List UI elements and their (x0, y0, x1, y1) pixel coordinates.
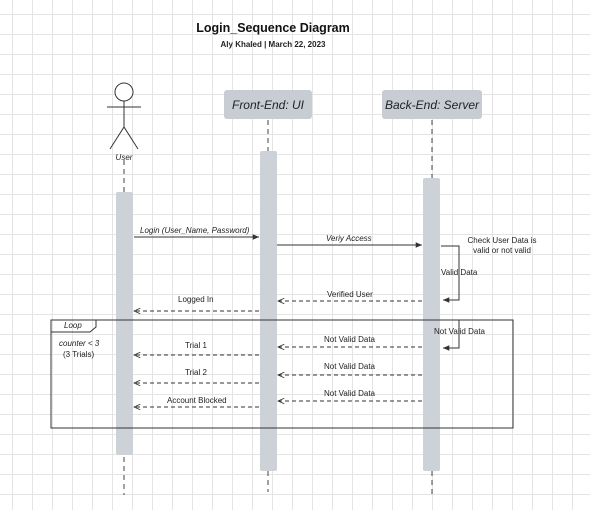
label-verified-user: Verified User (327, 290, 373, 299)
user-actor-figure (107, 82, 141, 150)
label-verify-access: Veriy Access (326, 234, 372, 243)
label-trial-2: Trial 2 (185, 368, 207, 377)
loop-frame (50, 319, 514, 429)
label-check-user-data: Check User Data is valid or not valid (467, 236, 537, 255)
label-login: Login (User_Name, Password) (140, 226, 250, 235)
loop-tag-label: Loop (64, 321, 82, 330)
frontend-activation-bar (260, 151, 277, 471)
diagram-title: Login_Sequence Diagram (196, 21, 350, 35)
user-activation-bar (116, 192, 133, 455)
label-account-blocked: Account Blocked (167, 396, 227, 405)
label-not-valid-data-3: Not Valid Data (324, 389, 375, 398)
frontend-header-box: Front-End: UI (224, 90, 312, 119)
label-logged-in: Logged In (178, 295, 214, 304)
backend-header-box: Back-End: Server (382, 90, 482, 119)
label-not-valid-data-1: Not Valid Data (324, 335, 375, 344)
arrow-self-not-valid-data (441, 319, 460, 351)
frontend-header-label: Front-End: UI (231, 97, 305, 112)
loop-trials-count: (3 Trials) (63, 350, 95, 359)
diagram-subtitle: Aly Khaled | March 22, 2023 (220, 40, 326, 49)
loop-tag-box (51, 319, 97, 333)
label-not-valid-data-2: Not Valid Data (324, 362, 375, 371)
label-not-valid-data-self: Not Valid Data (434, 327, 485, 336)
loop-condition: counter < 3 (59, 339, 100, 348)
label-valid-data: Valid Data (441, 268, 478, 277)
backend-header-label: Back-End: Server (384, 97, 480, 112)
user-actor-label: User (115, 153, 133, 162)
label-trial-1: Trial 1 (185, 341, 207, 350)
backend-activation-bar (423, 178, 440, 471)
arrow-self-valid-data (441, 245, 460, 303)
